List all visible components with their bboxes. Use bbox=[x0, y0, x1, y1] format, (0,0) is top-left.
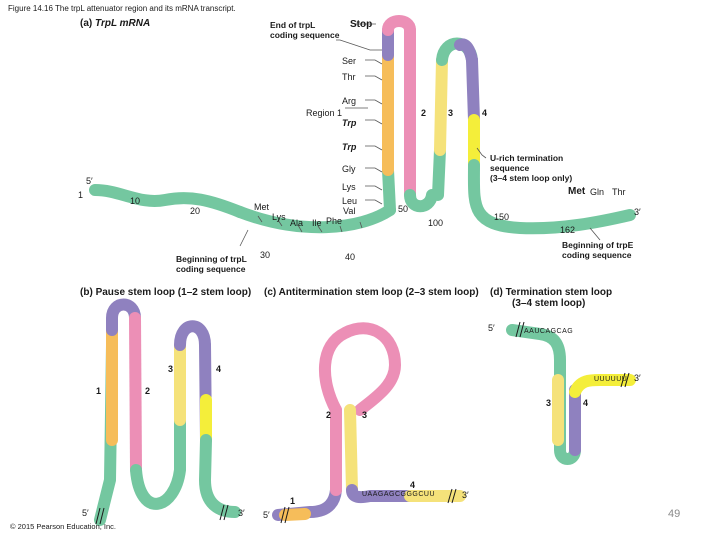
u-rich-line2: sequence bbox=[490, 163, 530, 173]
region2-num: 2 bbox=[421, 108, 427, 118]
panel-a-heading: TrpL mRNA bbox=[95, 18, 151, 29]
begin-trpl-line2: coding sequence bbox=[176, 264, 246, 274]
b-region2 bbox=[129, 312, 142, 476]
pos-10: 10 bbox=[130, 196, 141, 206]
panel-b-letter: (b) bbox=[80, 287, 93, 298]
a-region3-stem bbox=[434, 54, 448, 156]
b-region2-num: 2 bbox=[145, 386, 151, 396]
pos-30: 30 bbox=[260, 250, 271, 260]
begin-trpe-line2: coding sequence bbox=[562, 250, 632, 260]
aa-lys-b: Lys bbox=[272, 212, 286, 222]
pos-50: 50 bbox=[398, 204, 409, 214]
panel-c-heading: Antitermination stem loop (2–3 stem loop… bbox=[278, 287, 479, 298]
end-trpl-line2: coding sequence bbox=[270, 30, 340, 40]
d-region3-num: 3 bbox=[546, 398, 552, 408]
region3-num: 3 bbox=[448, 108, 454, 118]
d-leader bbox=[506, 324, 566, 381]
a-region4-stem bbox=[466, 54, 480, 126]
three-prime-a: 3′ bbox=[634, 207, 641, 217]
c-five-prime: 5′ bbox=[263, 510, 270, 520]
figure-caption: Figure 14.16 The trpL attenuator region … bbox=[8, 4, 236, 13]
begin-trpe-label: Beginning of trpE coding sequence bbox=[562, 240, 633, 260]
aa-trp-1: Trp bbox=[342, 118, 357, 128]
d-five-prime: 5′ bbox=[488, 323, 495, 333]
panel-a-letter: (a) bbox=[80, 18, 93, 29]
stop-label: Stop bbox=[350, 19, 373, 30]
aa-leu: Leu bbox=[342, 196, 358, 206]
d-three-prime: 3′ bbox=[634, 373, 641, 383]
panel-b-heading: Pause stem loop (1–2 stem loop) bbox=[95, 287, 252, 298]
pos-150: 150 bbox=[494, 212, 510, 222]
aa-arg: Arg bbox=[342, 96, 357, 106]
pos-20: 20 bbox=[190, 206, 201, 216]
pos-1: 1 bbox=[78, 190, 84, 200]
c-region4-seq: UAAGAGCGGGCUU bbox=[362, 491, 436, 498]
begin-trpl-label: Beginning of trpL coding sequence bbox=[176, 254, 247, 274]
panel-d-letter: (d) bbox=[490, 287, 503, 298]
trpe-thr: Thr bbox=[612, 187, 626, 197]
b-five-prime: 5′ bbox=[82, 508, 89, 518]
aa-ile: Ile bbox=[312, 218, 322, 228]
b-three-prime: 3′ bbox=[238, 508, 245, 518]
c-region2-num: 2 bbox=[326, 410, 332, 420]
b-region1-num: 1 bbox=[96, 386, 102, 396]
pos-162: 162 bbox=[560, 225, 576, 235]
copyright: © 2015 Pearson Education, Inc. bbox=[10, 522, 117, 531]
u-rich-label: U-rich termination sequence (3–4 stem lo… bbox=[490, 153, 572, 183]
five-prime-a: 5′ bbox=[86, 176, 93, 186]
pos-100: 100 bbox=[428, 218, 444, 228]
begin-trpe-line1: Beginning of trpE bbox=[562, 240, 634, 250]
aa-thr: Thr bbox=[342, 72, 356, 82]
trpe-gln: Gln bbox=[590, 187, 605, 197]
aa-gly: Gly bbox=[342, 164, 356, 174]
aa-met: Met bbox=[254, 202, 270, 212]
d-urich-seq: UUUUUU bbox=[594, 376, 628, 383]
c-three-prime: 3′ bbox=[462, 490, 469, 500]
u-rich-line3: (3–4 stem loop only) bbox=[490, 173, 573, 183]
b-loop-34 bbox=[174, 320, 211, 351]
c-loop bbox=[319, 322, 401, 416]
d-urich bbox=[569, 374, 636, 398]
trpe-met: Met bbox=[568, 186, 586, 197]
aa-trp-2: Trp bbox=[342, 142, 357, 152]
aa-ala: Ala bbox=[290, 218, 304, 228]
aa-val: Val bbox=[343, 206, 356, 216]
c-region1-num: 1 bbox=[290, 496, 296, 506]
panel-a-title: (a) TrpL mRNA bbox=[80, 18, 150, 29]
page-number: 49 bbox=[668, 508, 681, 520]
aa-lys: Lys bbox=[342, 182, 356, 192]
end-trpl-label: End of trpL coding sequence bbox=[270, 20, 339, 40]
panel-c-letter: (c) bbox=[264, 287, 277, 298]
c-region4 bbox=[346, 484, 446, 504]
aa-ser: Ser bbox=[342, 56, 357, 66]
a-leader-curve bbox=[234, 204, 396, 234]
b-region3-num: 3 bbox=[168, 364, 174, 374]
panel-b-title: (b) Pause stem loop (1–2 stem loop) bbox=[80, 287, 251, 298]
panel-d-heading: Termination stem loop bbox=[505, 287, 613, 298]
d-region4-num: 4 bbox=[583, 398, 589, 408]
b-linker bbox=[130, 414, 186, 510]
begin-trpl-line1: Beginning of trpL bbox=[176, 254, 247, 264]
panel-d-title: (d) Termination stem loop bbox=[490, 287, 612, 298]
pos-40: 40 bbox=[345, 252, 356, 262]
c-region3 bbox=[344, 404, 358, 496]
aa-phe: Phe bbox=[326, 216, 343, 226]
panel-c-title: (c) Antitermination stem loop (2–3 stem … bbox=[264, 287, 479, 298]
region1-label: Region 1 bbox=[306, 108, 343, 118]
c-region3-num: 3 bbox=[362, 410, 368, 420]
a-leader-5prime bbox=[89, 184, 246, 218]
b-region4-num: 4 bbox=[216, 364, 222, 374]
a-trailer-3prime bbox=[467, 159, 636, 235]
region4-num: 4 bbox=[482, 108, 488, 118]
b-trailer bbox=[199, 434, 241, 518]
d-leader-seq: AAUCAGCAG bbox=[524, 328, 574, 335]
u-rich-line1: U-rich termination bbox=[490, 153, 564, 163]
c-region4-num: 4 bbox=[410, 480, 416, 490]
panel-d-subtitle: (3–4 stem loop) bbox=[512, 298, 586, 309]
end-trpl-line1: End of trpL bbox=[270, 20, 316, 30]
